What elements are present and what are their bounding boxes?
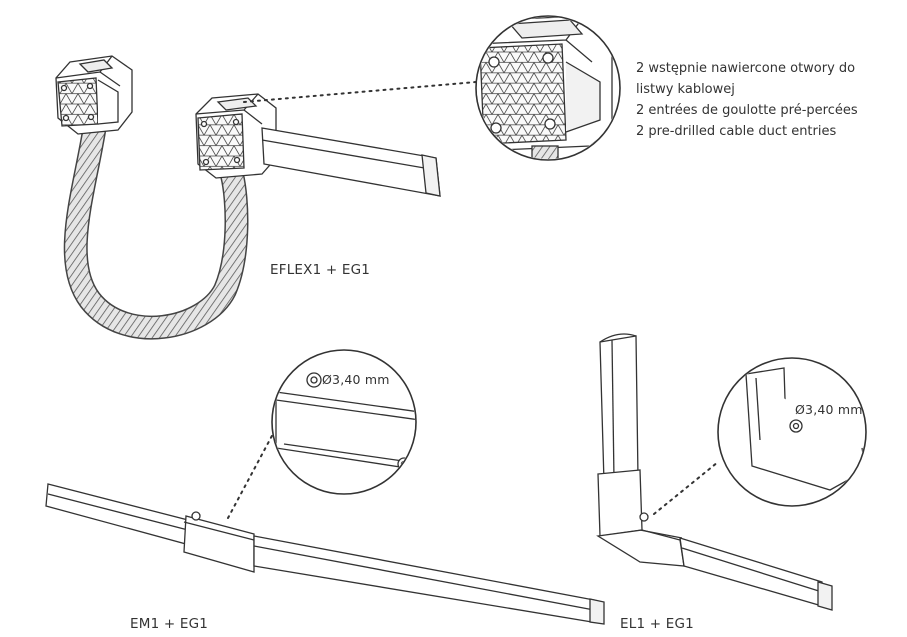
leader-line-em1 xyxy=(227,431,275,519)
em1-assembly xyxy=(45,349,605,625)
eflex1-assembly xyxy=(55,15,621,340)
dimension-em1: Ø3,40 mm xyxy=(322,372,390,387)
description-line-fr: 2 entrées de goulotte pré-percées xyxy=(636,103,858,118)
description-line-pl-1: 2 wstępnie nawiercone otwory do xyxy=(636,61,856,76)
entries-description: 2 wstępnie nawiercone otwory do listwy k… xyxy=(636,58,858,142)
magnified-box-detail xyxy=(475,15,621,161)
description-line-pl-2: listwy kablowej xyxy=(636,82,735,97)
leader-line-el1 xyxy=(653,461,719,515)
el1-assembly xyxy=(596,333,867,611)
label-eflex1: EFLEX1 + EG1 xyxy=(270,262,371,278)
description-line-en: 2 pre-drilled cable duct entries xyxy=(636,124,837,139)
magnified-el1-detail xyxy=(717,357,867,507)
left-junction-box xyxy=(55,55,133,135)
label-em1: EM1 + EG1 xyxy=(130,616,209,632)
leader-line-top xyxy=(243,81,477,103)
dimension-el1: Ø3,40 mm xyxy=(795,402,863,417)
right-junction-box xyxy=(195,93,441,197)
label-el1: EL1 + EG1 xyxy=(620,616,694,632)
